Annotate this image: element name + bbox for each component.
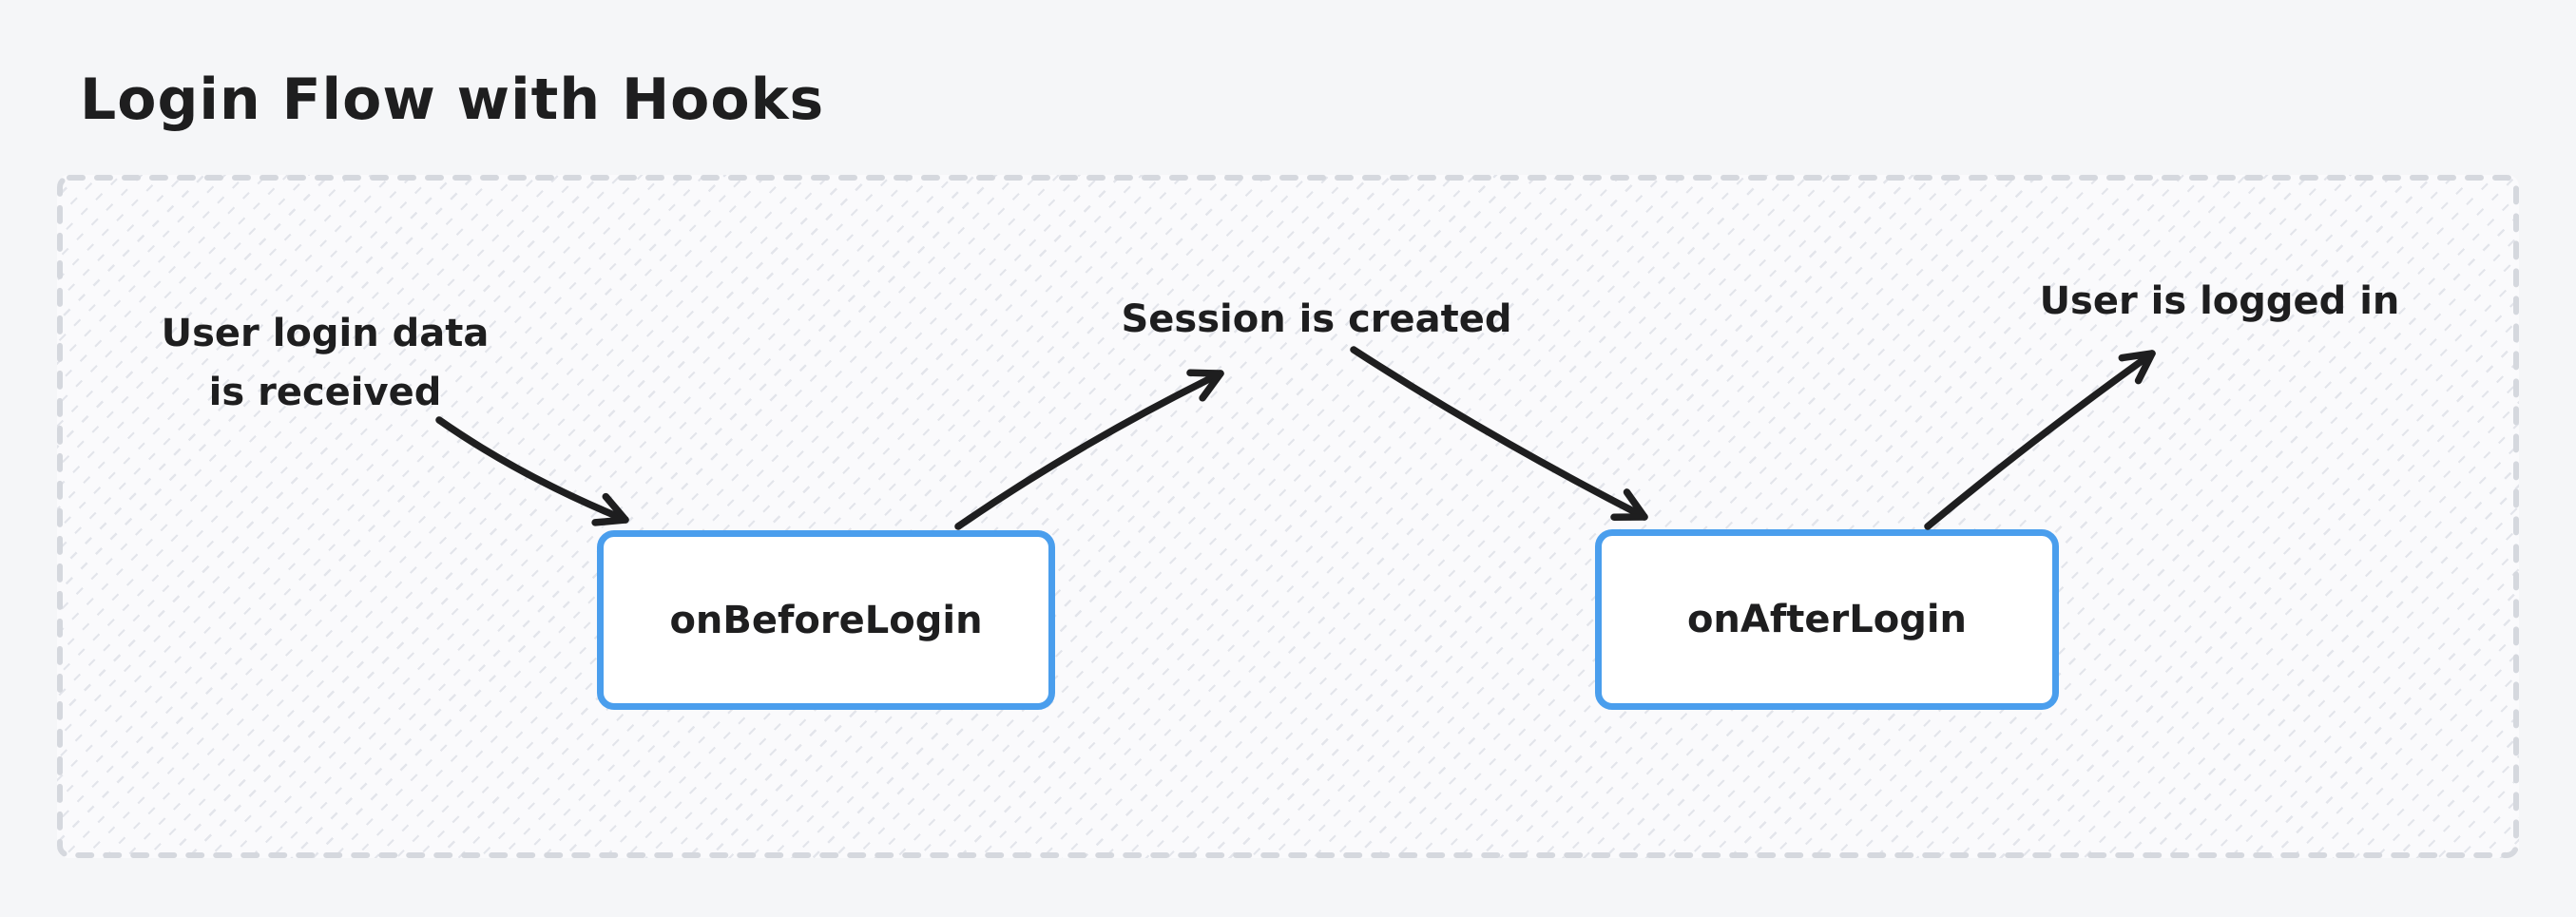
- diagram-title: Login Flow with Hooks: [80, 67, 825, 133]
- node-onbeforelogin: onBeforeLogin: [597, 530, 1055, 710]
- node-onafterlogin: onAfterLogin: [1595, 529, 2059, 710]
- annotation-line: User is logged in: [2039, 279, 2400, 323]
- annotation-session-created: Session is created: [1050, 290, 1583, 349]
- annotation-user-logged-in: User is logged in: [1953, 272, 2486, 331]
- annotation-line: Session is created: [1121, 297, 1512, 341]
- annotation-line: is received: [208, 371, 442, 414]
- flow-container-dashed-border: [57, 175, 2519, 858]
- node-label: onBeforeLogin: [669, 598, 983, 642]
- annotation-user-login-data: User login data is received: [59, 304, 591, 422]
- node-label: onAfterLogin: [1686, 598, 1968, 641]
- annotation-line: User login data: [161, 312, 490, 355]
